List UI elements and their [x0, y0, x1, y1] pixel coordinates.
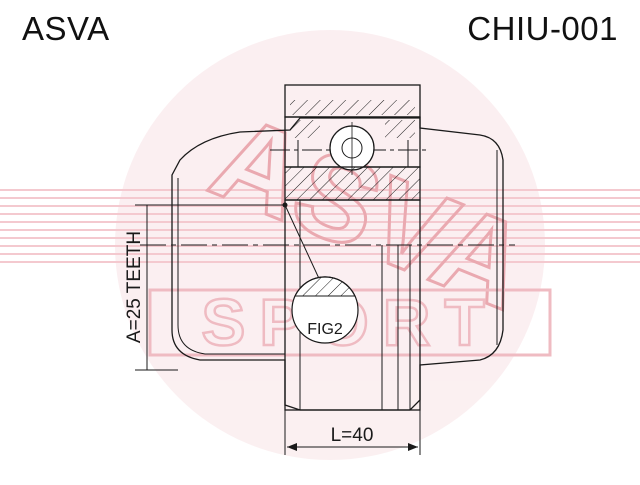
fig2-hatch-area [294, 276, 356, 297]
dim-l-arrow-left [287, 443, 297, 451]
bearing-cap-hatch [290, 100, 415, 115]
fig2-marker [282, 202, 288, 208]
fig2-label: FIG2 [307, 321, 343, 338]
roller-hatch-right [385, 120, 415, 138]
fig2-leader [284, 204, 323, 286]
brand-title: ASVA [22, 10, 110, 47]
dim-l-arrow-right [408, 443, 418, 451]
housing-inner-outline [177, 178, 285, 355]
part-number: CHIU-001 [467, 10, 618, 47]
housing-outline [171, 117, 504, 411]
tripod-hub [284, 166, 421, 201]
roller-hatch-left [290, 120, 320, 138]
length-label: L=40 [331, 425, 374, 446]
teeth-label: A=25 TEETH [124, 231, 145, 343]
